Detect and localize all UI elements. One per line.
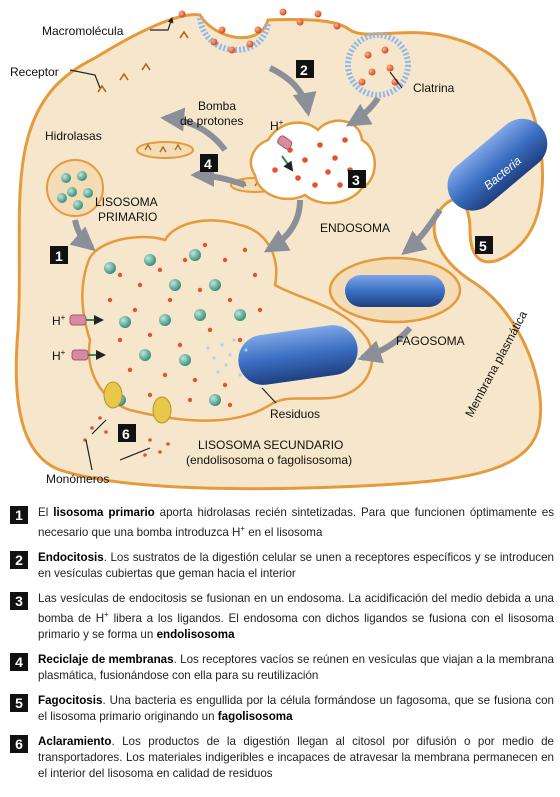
label-receptor: Receptor [10,65,59,79]
label-hidrolasas: Hidrolasas [45,129,102,143]
label-fagosoma: FAGOSOMA [396,334,465,348]
legend-text-segment: + [240,524,246,533]
legend-item: 1 El lisosoma primario aporta hidrolasas … [10,505,554,541]
legend-text-segment: Las vesículas de endocitosis se fusionan… [38,591,554,625]
legend-term: Reciclaje de membranas [38,652,174,666]
label-clatrina: Clatrina [413,81,455,95]
legend-text-segment: + [104,609,109,619]
step-marker-3: 3 [348,170,366,188]
svg-text:3: 3 [352,172,360,188]
step-marker-2: 2 [296,60,314,78]
label-lisosoma-primario-2: PRIMARIO [98,210,157,224]
legend-item: 2 Endocitosis. Los sustratos de la digest… [10,550,554,582]
legend-text-segment: . Los sustratos de la digestión celular … [38,550,554,580]
legend-text: Reciclaje de membranas. Los receptores v… [38,652,554,684]
legend-text-segment: . Los productos de la digestión llegan a… [38,734,554,780]
legend: 1 El lisosoma primario aporta hidrolasas … [10,505,554,791]
coated-vesicle [345,32,411,98]
legend-item: 5 Fagocitosis. Una bacteria es engullida … [10,693,554,725]
legend-term: Fagocitosis [38,693,103,707]
label-h-plus-2: H+ [52,348,66,363]
lysosome-diagram: Macromolécula Receptor Clatrina Hidrolas… [10,8,548,491]
legend-text: El lisosoma primario aporta hidrolasas r… [38,505,554,541]
legend-text-segment: El [38,506,54,519]
phagosome [328,256,462,324]
label-pointers [69,16,403,471]
receptors [97,30,189,93]
svg-text:2: 2 [300,62,308,78]
legend-text: Aclaramiento. Los productos de la digest… [38,734,554,782]
legend-text: Endocitosis. Los sustratos de la digesti… [38,550,554,582]
legend-text-segment: . Una bacteria es engullida por la célul… [38,693,554,723]
legend-step-number: 2 [10,550,28,569]
legend-step-number: 5 [10,693,28,712]
label-lisosoma-secundario: LISOSOMA SECUNDARIO [198,438,343,452]
svg-text:4: 4 [204,156,212,172]
svg-text:5: 5 [479,238,487,254]
legend-step-number: 4 [10,652,28,671]
monomers [83,416,170,457]
legend-term: Endocitosis [38,550,104,564]
clathrin-coated-pit [197,17,271,54]
svg-text:6: 6 [122,426,130,442]
legend-step-number: 1 [10,506,28,524]
legend-step-number: 6 [10,734,28,753]
label-bomba-1: Bomba [198,99,236,113]
primary-lysosome [46,159,104,217]
bacteria [447,118,548,211]
legend-item: 4 Reciclaje de membranas. Los receptores … [10,652,554,684]
legend-text: Las vesículas de endocitosis se fusionan… [38,591,554,643]
pathway-arrows [69,65,443,364]
legend-item: 6 Aclaramiento. Los productos de la diges… [10,734,554,782]
legend-text: Fagocitosis. Una bacteria es engullida p… [38,693,554,725]
svg-text:1: 1 [55,248,63,264]
label-bomba-2: de protones [180,114,243,128]
label-monomeros: Monómeros [46,472,109,486]
legend-term: Aclaramiento [38,734,112,748]
label-lisosoma-secundario-sub: (endolisosoma o fagolisosoma) [186,453,352,467]
label-macromolecula: Macromolécula [42,24,124,38]
legend-term: endolisosoma [156,627,235,641]
label-h-plus-1: H+ [52,313,66,328]
label-residuos: Residuos [270,407,320,421]
macromolecules [178,8,341,30]
step-marker-1: 1 [50,246,68,264]
step-marker-5: 5 [475,236,493,254]
legend-term: fagolisosoma [217,709,293,723]
legend-term: lisosoma primario [53,506,155,519]
legend-text-segment: . Los receptores vacíos se reúnen en ves… [38,652,554,682]
label-endosoma: ENDOSOMA [320,221,390,235]
step-marker-4: 4 [200,154,218,172]
legend-text-segment: libera a los ligandos. El endosoma con d… [38,611,554,641]
step-marker-6: 6 [118,424,136,442]
label-h-plus-endosome: H+ [270,118,284,133]
legend-text-segment: en el lisosoma [245,525,323,539]
legend-text-segment: aporta hidrolasas recién sintetizadas. P… [38,506,554,539]
legend-item: 3 Las vesículas de endocitosis se fusiona… [10,591,554,643]
secondary-lysosome [69,219,374,424]
legend-step-number: 3 [10,591,28,610]
label-lisosoma-primario-1: LISOSOMA [95,195,158,209]
